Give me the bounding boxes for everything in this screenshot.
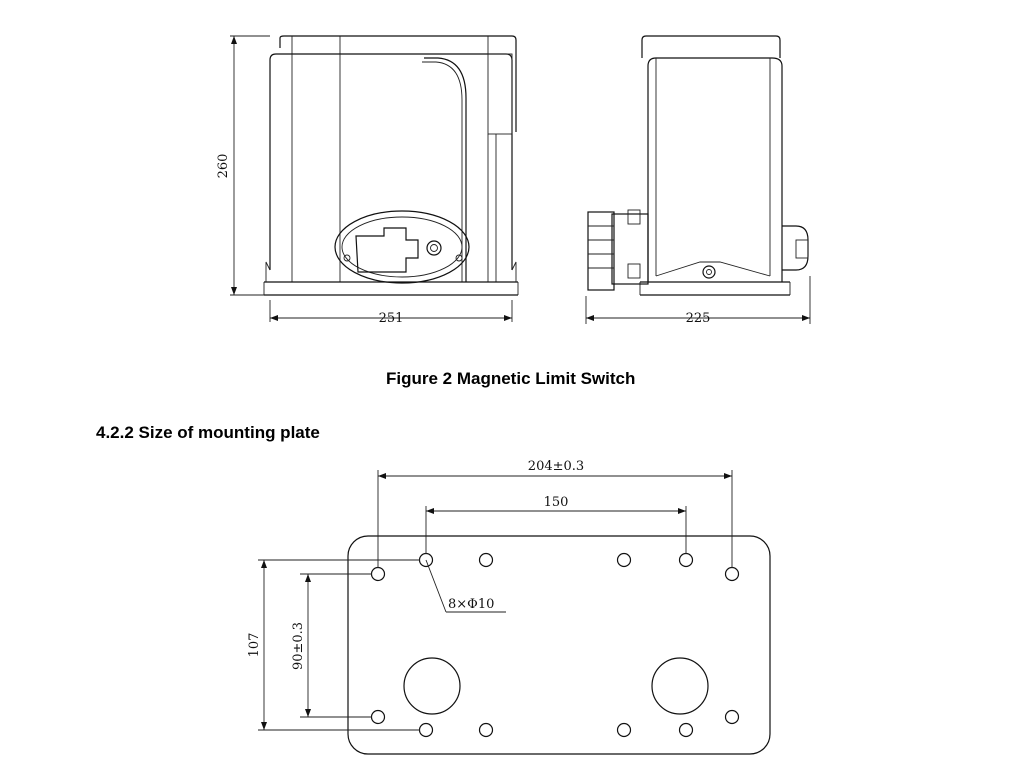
side-width-label: 225 bbox=[686, 311, 711, 326]
plate-vertical-spacing-label: 90±0.3 bbox=[291, 622, 306, 670]
plate-overall-spacing-label: 204±0.3 bbox=[528, 459, 584, 474]
section-heading: 4.2.2 Size of mounting plate bbox=[96, 423, 320, 442]
plate-height-label: 107 bbox=[247, 633, 262, 658]
mounting-plate: 204±0.3 150 8×Φ10 107 90±0.3 bbox=[247, 459, 771, 755]
front-height-label: 260 bbox=[216, 154, 231, 179]
figure-caption: Figure 2 Magnetic Limit Switch bbox=[386, 369, 636, 388]
hole-callout-label: 8×Φ10 bbox=[448, 597, 494, 612]
side-view: 225 bbox=[585, 35, 811, 326]
front-width-label: 251 bbox=[379, 311, 404, 326]
plate-inner-spacing-label: 150 bbox=[544, 495, 569, 510]
front-view: 260 251 bbox=[216, 35, 519, 326]
